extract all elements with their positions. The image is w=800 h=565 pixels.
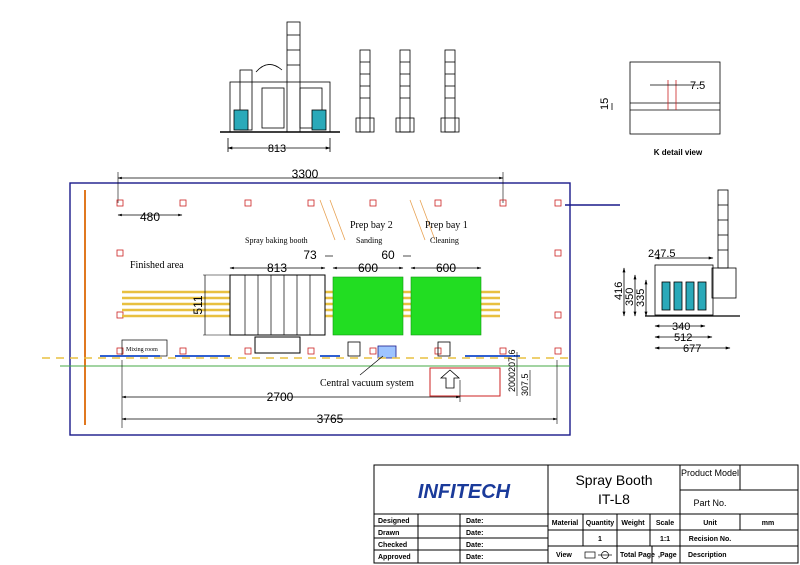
side-dim-d6: 512 [674, 332, 692, 344]
total-length-dim: 3765 [317, 412, 344, 426]
side-dim-c: 307.5 [520, 373, 530, 396]
prep-bay2-sub: Sanding [356, 236, 382, 245]
part-no-label: Part No. [693, 498, 726, 508]
bay1-length-dim: 600 [436, 261, 456, 275]
k-dim-a: 7.5 [690, 80, 705, 92]
mixing-room-label: Mixing room [126, 347, 158, 353]
col-scale: Scale [656, 520, 674, 527]
product-title-line1: Spray Booth [575, 472, 652, 488]
overall-length-dim: 3300 [292, 167, 319, 181]
view-label: View [556, 552, 572, 559]
side-dim-b: 207.6 [507, 349, 517, 372]
rail-length-dim: 2700 [267, 390, 294, 404]
side-dim-d4: 335 [635, 289, 647, 307]
spray-booth-label: Spray baking booth [245, 236, 308, 245]
date-approved: Date: [466, 554, 484, 561]
projection-symbol-icon [584, 551, 612, 559]
total-page-label: Total Page [620, 552, 655, 559]
title-block [373, 464, 799, 564]
date-designed: Date: [466, 518, 484, 525]
side-dim-a: 2000 [507, 372, 517, 392]
product-title-line2: IT-L8 [598, 491, 630, 507]
product-model-label: Product Model [681, 468, 739, 478]
side-dim-d7: 677 [683, 343, 701, 355]
side-view [622, 189, 740, 350]
unit-value: mm [762, 520, 774, 527]
bay2-length-dim: 600 [358, 261, 378, 275]
col-weight: Weight [621, 520, 645, 527]
booth-width-dim: 511 [191, 295, 205, 314]
col-unit: Unit [703, 520, 717, 527]
row-designed: Designed [378, 518, 410, 525]
col-quantity: Quantity [586, 520, 614, 527]
recision-label: Recision No. [689, 536, 731, 543]
row-checked: Checked [378, 542, 407, 549]
side-dim-d5: 340 [672, 321, 690, 333]
row-approved: Approved [378, 554, 411, 561]
side-dim-d2: 416 [613, 282, 625, 300]
k-dim-b: 15 [599, 98, 611, 110]
front-width-dim: 813 [268, 143, 286, 155]
side-dim-d1: 247.5 [648, 248, 676, 260]
booth-length-dim: 813 [267, 261, 287, 275]
page-label: ,Page [658, 552, 677, 559]
date-checked: Date: [466, 542, 484, 549]
offset-dim: 480 [140, 210, 160, 224]
prep-bay2-title: Prep bay 2 [350, 220, 393, 231]
prep-bay1-sub: Cleaning [430, 236, 459, 245]
date-drawn: Date: [466, 530, 484, 537]
row-drawn: Drawn [378, 530, 399, 537]
side-dim-d3: 350 [624, 288, 636, 306]
col-material: Material [552, 520, 579, 527]
front-view [220, 21, 460, 152]
bay-gap-dim: 60 [381, 248, 395, 262]
finished-area-label: Finished area [130, 260, 184, 271]
plan-view [42, 172, 620, 436]
description-label: Description [688, 552, 727, 559]
scale-value: 1:1 [660, 536, 670, 543]
vacuum-label: Central vacuum system [320, 378, 414, 389]
company-logo: INFITECH [418, 481, 511, 503]
quantity-value: 1 [598, 536, 602, 543]
k-detail-caption: K detail view [654, 148, 703, 157]
k-detail-view [611, 61, 721, 135]
gap-dim: 73 [303, 248, 317, 262]
prep-bay1-title: Prep bay 1 [425, 220, 468, 231]
